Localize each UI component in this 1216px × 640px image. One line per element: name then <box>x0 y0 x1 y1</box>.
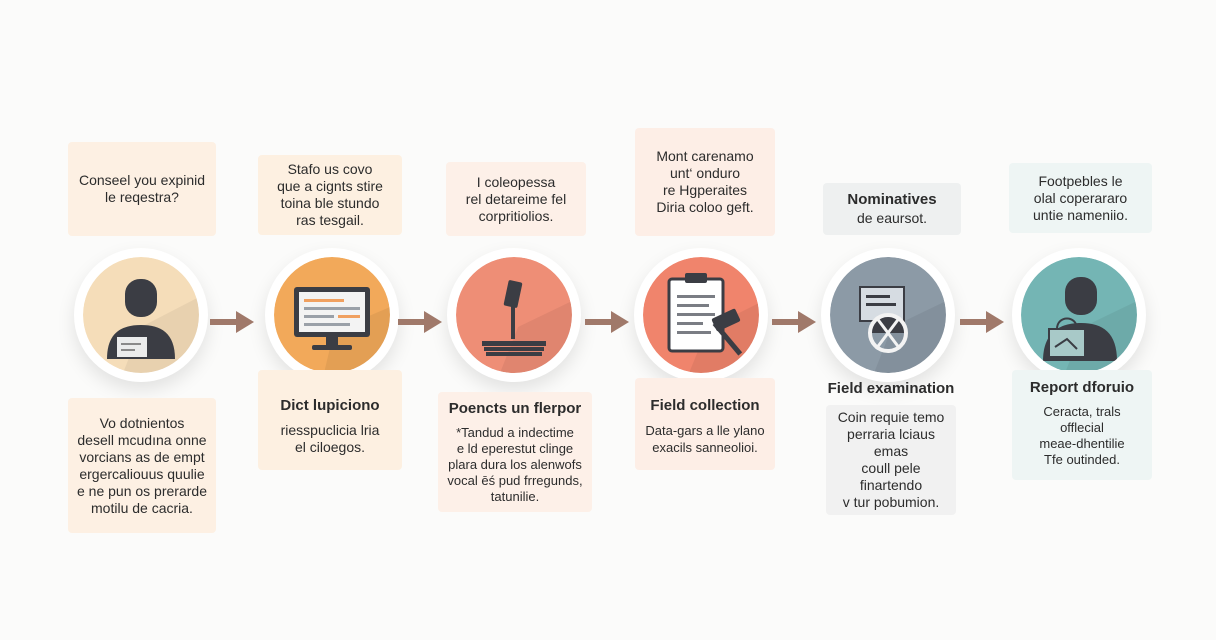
step-2-bottom-card: Dict lupiciono riesspuclicia lria el cil… <box>258 370 402 470</box>
step-2-title: Dict lupiciono <box>280 397 380 414</box>
step-5-top-title: Nominatives <box>847 191 937 208</box>
step-6-bottom-text: Ceracta, trals offlecial meae-dhentilie … <box>1039 404 1125 467</box>
step-2-top-card: Stafo us covo que a cignts stire toina b… <box>258 155 402 235</box>
clipboard-icon <box>643 257 759 373</box>
step-6-top-text: Footpebles le olal coperararo untie name… <box>1033 172 1128 223</box>
step-4-bottom-text: Data-gars a lle ylano exacils sanneolioi… <box>645 423 765 455</box>
step-4-disc <box>643 257 759 373</box>
arrow-3-4 <box>585 311 629 333</box>
step-1-top-text: Conseel you expinid le reqestra? <box>78 172 206 205</box>
step-3-bottom-card: Poencts un flerpor *Tandud a indectime e… <box>438 392 592 512</box>
arrow-1-2 <box>210 311 254 333</box>
step-5-top-text: de eaursot. <box>856 210 928 226</box>
monitor-icon <box>274 257 390 373</box>
arrow-4-5 <box>772 311 816 333</box>
step-1-disc <box>83 257 199 373</box>
step-6-bottom-card: Report dforuio Ceracta, trals offlecial … <box>1012 370 1152 480</box>
microscope-icon <box>456 257 572 373</box>
step-2-node <box>265 248 399 382</box>
step-5-bottom-card: Field examination Coin requie temo perra… <box>818 380 964 515</box>
step-2-disc <box>274 257 390 373</box>
step-3-top-text: I coleopessa rel detareime fel corpritio… <box>465 173 567 224</box>
scanner-icon <box>830 257 946 373</box>
step-1-node <box>74 248 208 382</box>
step-3-disc <box>456 257 572 373</box>
step-6-top-card: Footpebles le olal coperararo untie name… <box>1009 163 1152 233</box>
step-4-bottom-card: Field collection Data-gars a lle ylano e… <box>635 378 775 470</box>
step-4-node <box>634 248 768 382</box>
step-1-top-card: Conseel you expinid le reqestra? <box>68 142 216 236</box>
step-3-bottom-text: *Tandud a indectime e ld eperestut cling… <box>447 424 583 504</box>
step-2-top-text: Stafo us covo que a cignts stire toina b… <box>277 161 383 228</box>
arrow-2-3 <box>398 311 442 333</box>
person-icon <box>83 257 199 373</box>
step-5-title: Field examination <box>827 379 955 397</box>
arrow-5-6 <box>960 311 1004 333</box>
step-6-node <box>1012 248 1146 382</box>
step-6-disc <box>1021 257 1137 373</box>
step-3-title: Poencts un flerpor <box>448 399 582 417</box>
step-6-title: Report dforuio <box>1029 379 1135 396</box>
step-4-title: Field collection <box>650 397 760 414</box>
step-1-bottom-card: Vo dotnientos desell mcudına onne vorcia… <box>68 398 216 533</box>
step-4-top-text: Mont carenamo unt‘ onduro re Hgperaites … <box>656 148 754 215</box>
step-5-bottom-text: Coin requie temo perraria lciaus emas co… <box>826 404 956 515</box>
step-5-top-card: Nominatives de eaursot. <box>823 183 961 235</box>
step-5-disc <box>830 257 946 373</box>
step-3-top-card: I coleopessa rel detareime fel corpritio… <box>446 162 586 236</box>
step-3-node <box>447 248 581 382</box>
step-2-bottom-text: riesspuclicia lria el ciloegos. <box>280 422 380 455</box>
step-4-top-card: Mont carenamo unt‘ onduro re Hgperaites … <box>635 128 775 236</box>
step-1-bottom-text: Vo dotnientos desell mcudına onne vorcia… <box>77 414 207 516</box>
report-person-icon <box>1021 257 1137 373</box>
step-5-node <box>821 248 955 382</box>
